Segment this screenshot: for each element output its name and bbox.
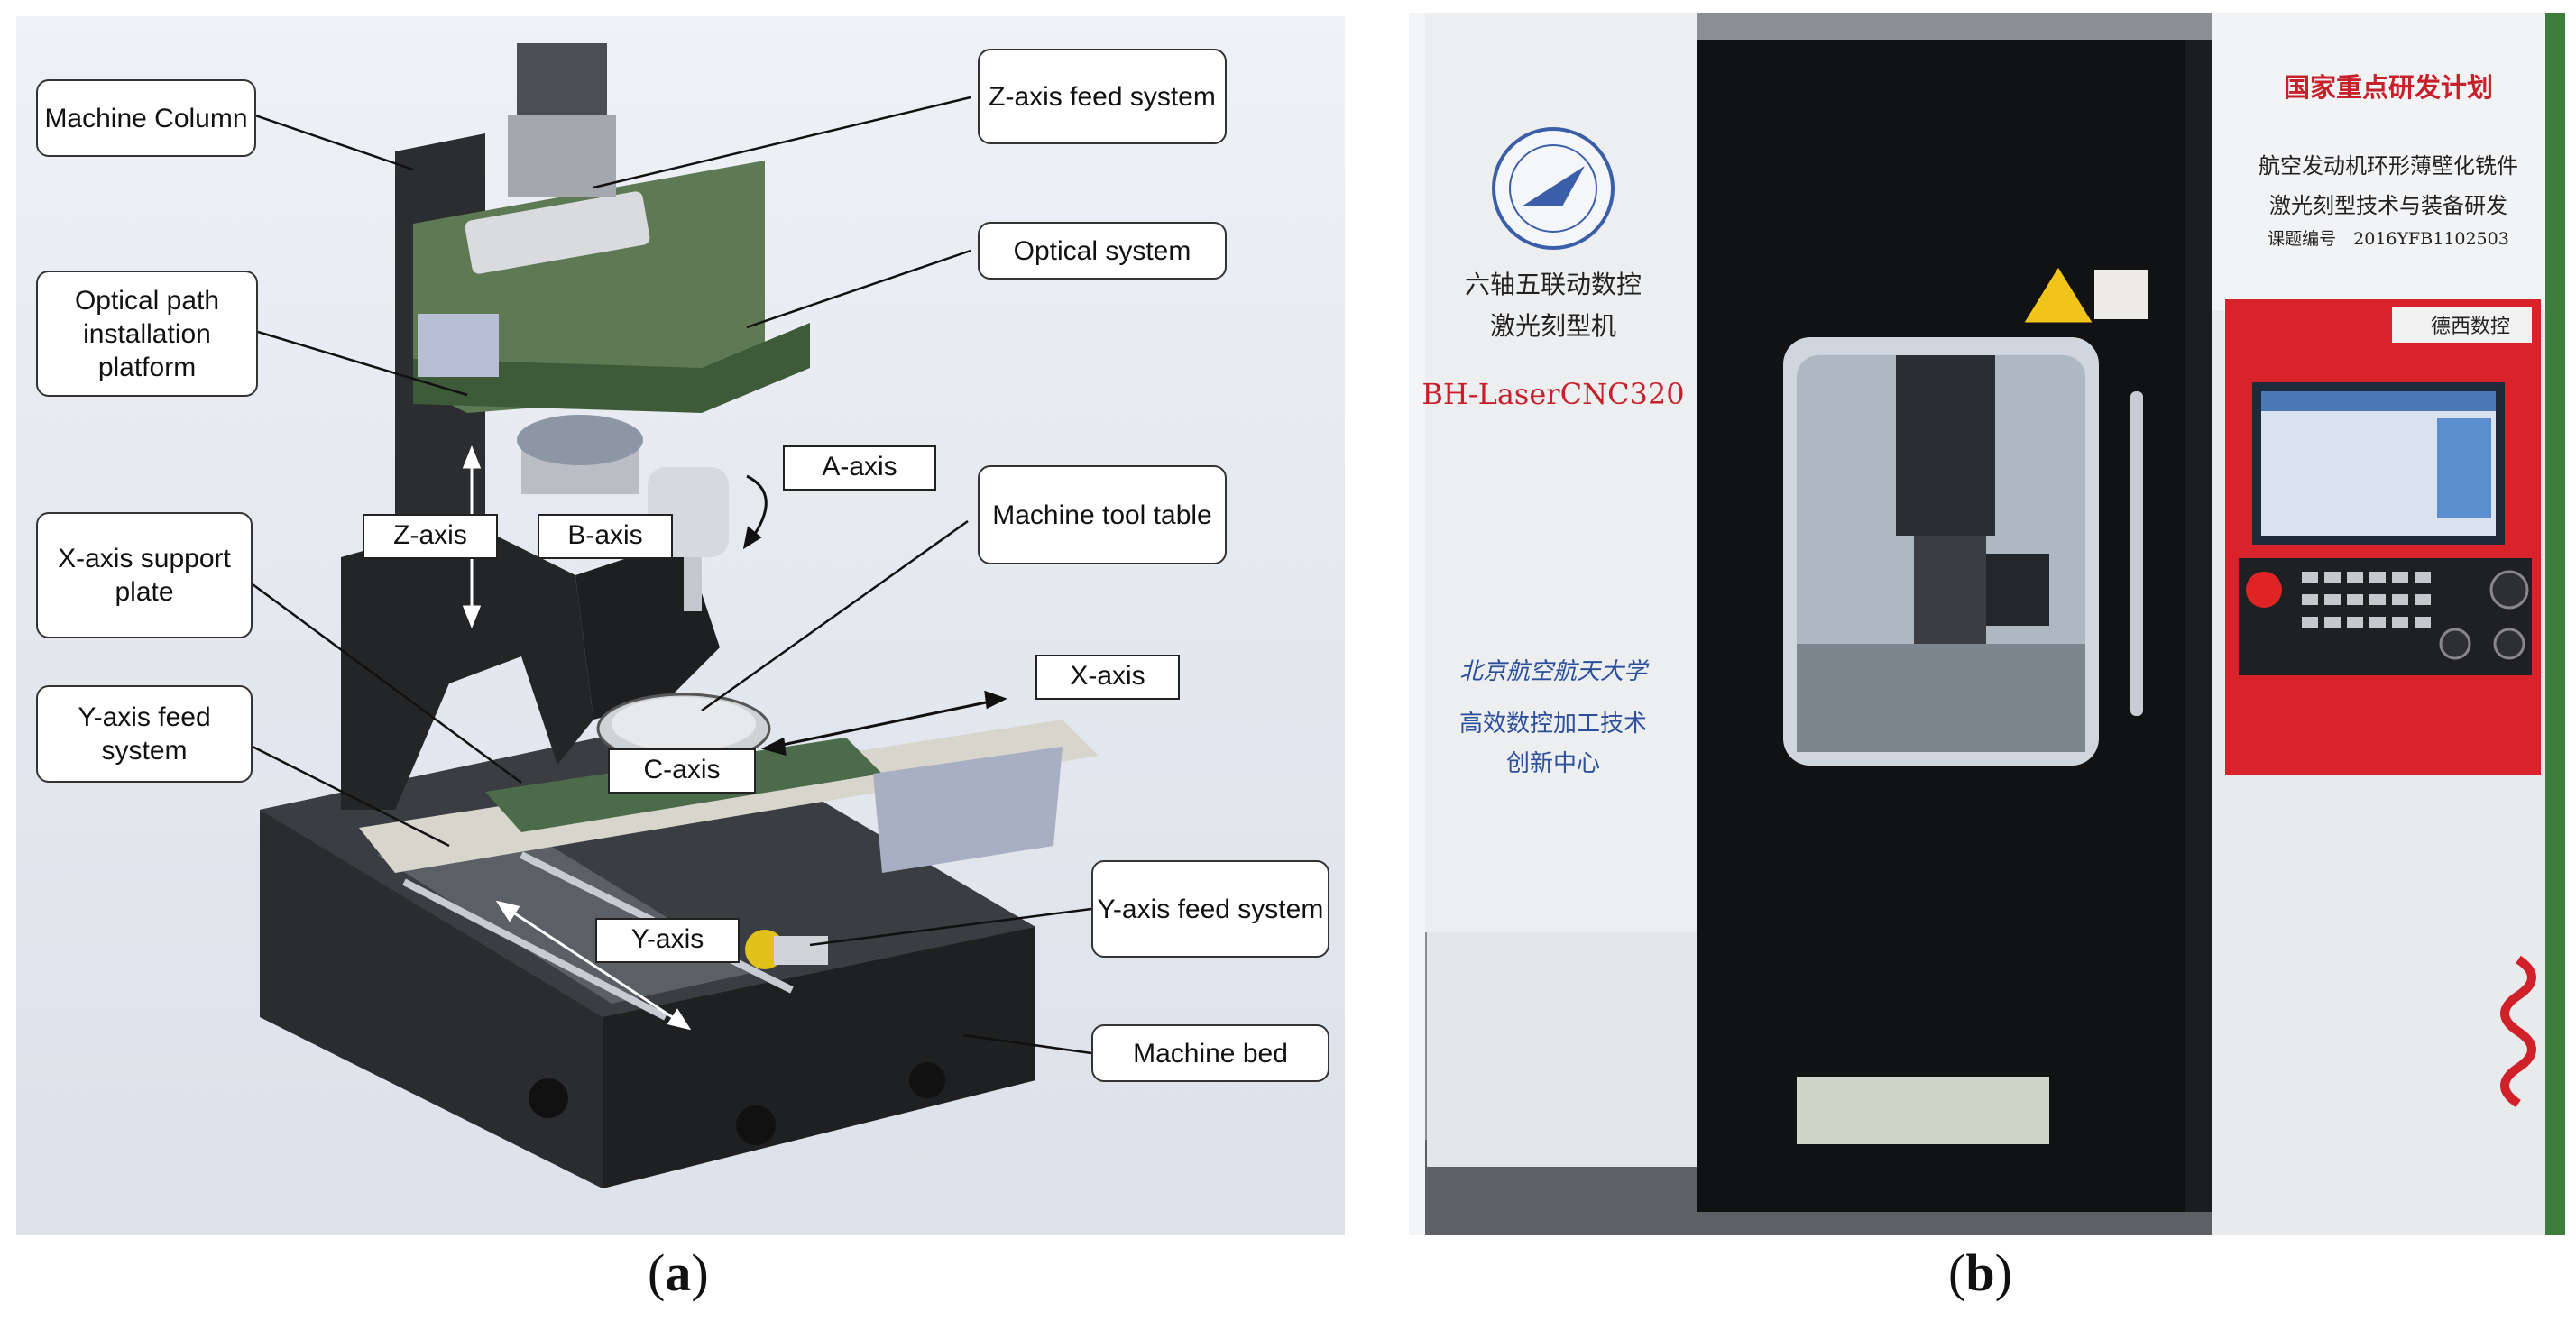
x-axis-label: X-axis [1035,655,1180,700]
y-axis-feed-left-callout: Y-axis feed system [36,685,253,783]
machine-bed-callout: Machine bed [1091,1024,1329,1082]
project-number: 课题编号 2016YFB1102503 [2268,229,2509,249]
optical-system-callout: Optical system [978,222,1227,280]
caption-a: (a) [648,1243,709,1302]
y-axis-label: Y-axis [595,918,740,963]
machine-tool-table-callout: Machine tool table [978,465,1227,564]
b-axis-label: B-axis [538,514,673,559]
machine-photo-panel: 六轴五联动数控 激光刻型机 BH-LaserCNC320 北京航空航天大学 高效… [1409,13,2565,1235]
right-sign-panel [2212,13,2565,310]
z-axis-label: Z-axis [363,514,498,559]
program-title: 国家重点研发计划 [2283,72,2493,103]
y-axis-feed-right-callout: Y-axis feed system [1091,860,1329,958]
machine-title-line2: 激光刻型机 [1489,311,1616,341]
c-axis-label: C-axis [608,748,756,794]
nameplate [1797,1077,2049,1144]
cad-model-panel: Machine Column Z-axis feed system Optica… [16,16,1345,1235]
a-axis-label: A-axis [783,445,936,491]
caption-b: (b) [1948,1243,2012,1302]
university-name: 北京航空航天大学 [1458,658,1647,685]
center-name-line2: 创新中心 [1505,750,1600,777]
project-title-line1: 航空发动机环形薄壁化铣件 [2259,153,2518,179]
z-motor [517,43,607,124]
project-title-line2: 激光刻型技术与装备研发 [2269,193,2507,218]
optical-platform-callout: Optical path installation platform [36,271,258,397]
center-name-line1: 高效数控加工技术 [1458,711,1647,738]
machine-photo-drawing [1409,13,2565,1235]
laser-warning-icon [2019,262,2097,326]
cad-machine-drawing [252,43,1099,1188]
z-axis-feed-callout: Z-axis feed system [978,49,1227,144]
machine-model: BH-LaserCNC320 [1421,377,1685,411]
machine-column-callout: Machine Column [36,79,256,157]
machine-title-line1: 六轴五联动数控 [1464,270,1642,299]
control-brand: 德西数控 [2430,316,2510,338]
x-axis-support-callout: X-axis support plate [36,512,253,638]
